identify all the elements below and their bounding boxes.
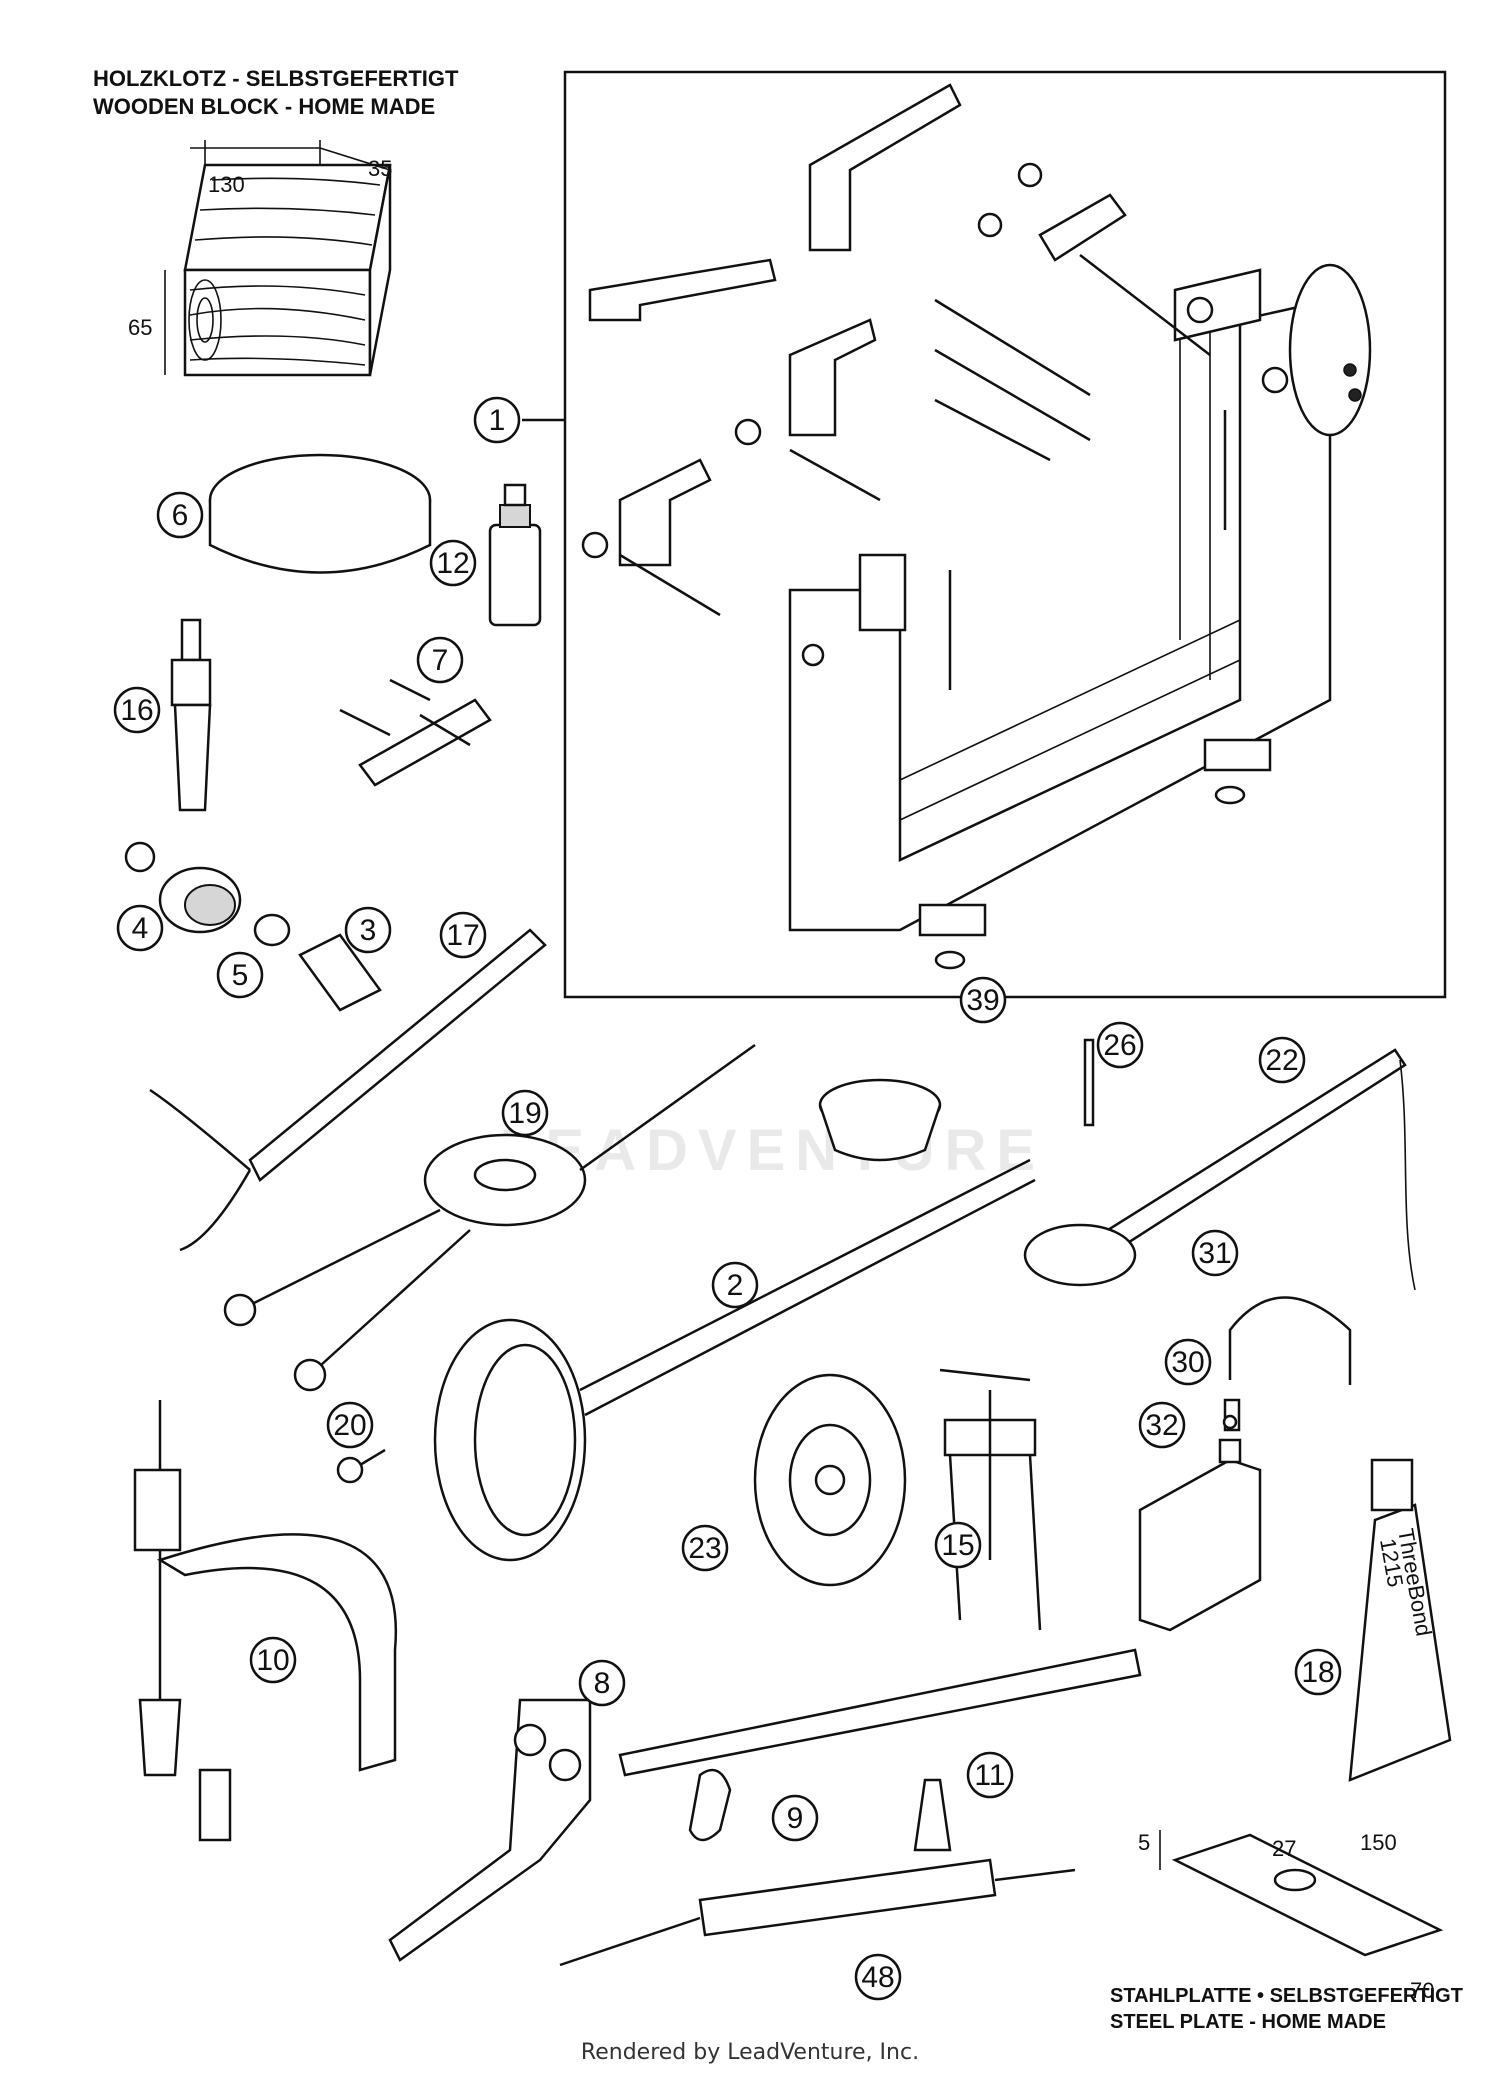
dim-block-length: 130 [208,172,245,197]
holding-wrench-17 [149,928,547,1252]
sleeve-3 [298,933,382,1012]
valve-spring-compressor-10 [133,1400,398,1842]
callout-circle-2 [711,1261,759,1309]
callout-6: 6 [172,499,189,532]
callout-15: 15 [941,1529,974,1562]
callout-circle-30 [1164,1338,1212,1386]
callout-7: 7 [432,644,449,677]
callout-11: 11 [974,1759,1005,1792]
flywheel-puller-23 [753,1373,907,1587]
engine-stand-parts [581,83,1372,970]
callout-circle-9 [771,1794,819,1842]
crankcase-splitter-19 [223,1043,756,1392]
callout-20: 20 [333,1409,366,1442]
callout-circle-19 [501,1089,549,1137]
callout-5: 5 [232,959,249,992]
callout-18: 18 [1301,1656,1334,1689]
chain-wrench-22 [1023,1048,1416,1291]
steel-plate [1159,1830,1444,1957]
callout-circle-11 [966,1751,1014,1799]
ring-6 [208,453,432,574]
callout-30: 30 [1171,1346,1204,1379]
hose-31 [1228,1296,1352,1385]
footer-credit: Rendered by LeadVenture, Inc. [580,2040,920,2065]
callout-circle-26 [1096,1021,1144,1069]
callout-12: 12 [436,547,469,580]
wooden-block-label-de: HOLZKLOTZ - SELBSTGEFERTIGT [93,66,459,91]
o-ring-32 [1222,1414,1238,1430]
callout-circle-5 [216,951,264,999]
callout-circle-1 [473,396,521,444]
callout-circle-22 [1258,1036,1306,1084]
callout-circle-18 [1294,1648,1342,1696]
callout-39: 39 [966,984,999,1017]
callout-circle-20 [326,1401,374,1449]
callout-17: 17 [446,919,479,952]
sealant-11 [913,1778,952,1852]
callout-31: 31 [1198,1237,1231,1270]
callout-2: 2 [727,1269,744,1302]
wooden-block [164,140,392,377]
callout-16: 16 [120,694,153,727]
callout-group: 1234567891011121516171819202223263031323… [113,396,1342,2001]
callout-10: 10 [256,1644,289,1677]
dim-block-height: 65 [128,315,152,340]
callout-4: 4 [132,912,149,945]
callout-48: 48 [861,1961,894,1994]
dim-plate-hole: 27 [1272,1836,1296,1861]
dim-block-width: 35 [368,156,392,181]
callout-9: 9 [787,1802,804,1835]
tool-9 [688,1768,732,1842]
callout-circle-4 [116,904,164,952]
callout-8: 8 [594,1667,611,1700]
flywheel-holder-8 [388,1648,1142,1962]
bearing-puller-15 [939,1368,1042,1631]
adapter-4 [124,841,242,934]
dim-plate-thickness: 5 [1138,1830,1150,1855]
oil-bottle [1138,1438,1262,1632]
callout-circle-16 [113,686,161,734]
grease-gun-48 [559,1858,1076,1967]
puller-16 [170,618,212,812]
callout-circle-17 [439,911,487,959]
sealant-tube-18: ThreeBond 1215 [1348,1458,1452,1782]
sleeve-5 [253,913,291,947]
callout-3: 3 [360,914,377,947]
callout-circle-31 [1191,1229,1239,1277]
puller-plate-7 [339,678,492,787]
callout-19: 19 [508,1097,541,1130]
callout-circle-10 [249,1636,297,1684]
callout-26: 26 [1103,1029,1136,1062]
steel-plate-label-en: STEEL PLATE - HOME MADE [1110,2011,1386,2033]
clutch-holder-2 [433,1158,1036,1562]
callout-1: 1 [489,404,506,437]
pin-26 [1083,1038,1095,1127]
callout-circle-12 [429,539,477,587]
callout-circle-48 [854,1953,902,2001]
dim-plate-width: 70 [1410,1978,1434,2003]
wooden-block-label-en: WOODEN BLOCK - HOME MADE [93,94,435,119]
callout-circle-32 [1138,1401,1186,1449]
watermark: LEADVENTURE [500,1118,1045,1183]
callout-circle-23 [681,1524,729,1572]
bolt-20 [336,1448,386,1484]
callout-circle-8 [578,1659,626,1707]
callout-circle-15 [934,1521,982,1569]
oil-filter-wrench-39 [818,1078,942,1162]
dim-plate-length: 150 [1360,1830,1397,1855]
callout-23: 23 [688,1532,721,1565]
loctite-bottle-12 [488,483,542,627]
callout-32: 32 [1145,1409,1178,1442]
callout-circle-39 [959,976,1007,1024]
callout-22: 22 [1265,1044,1298,1077]
callout-circle-7 [416,636,464,684]
callout-circle-3 [344,906,392,954]
callout-circle-6 [156,491,204,539]
steel-plate-label-de: STAHLPLATTE • SELBSTGEFERTIGT [1110,1985,1463,2007]
